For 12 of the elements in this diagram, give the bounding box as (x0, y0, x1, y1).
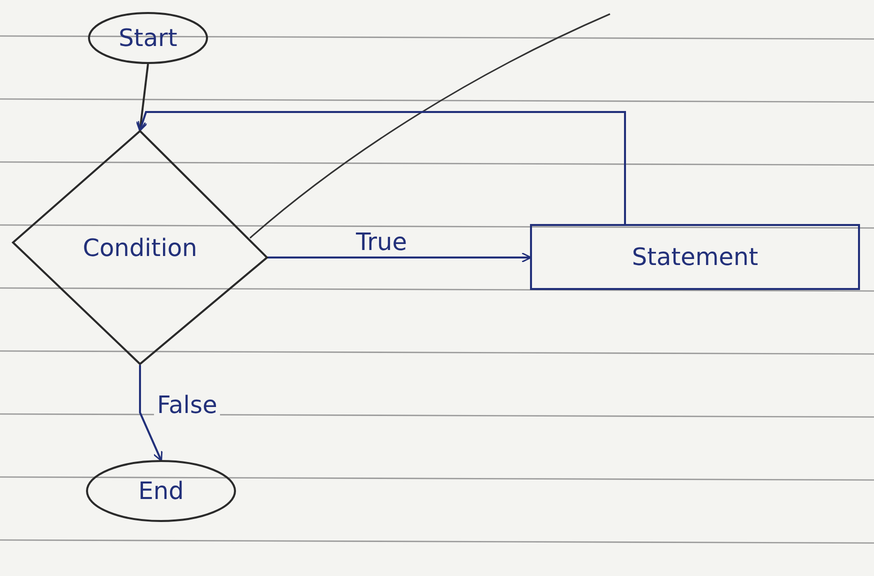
node-label: End (138, 477, 184, 505)
arrow (136, 64, 149, 132)
node-label: Statement (632, 243, 758, 271)
arrow (138, 111, 626, 224)
node-label: Start (118, 24, 178, 52)
node-label: Condition (82, 234, 198, 262)
arrow (139, 365, 163, 462)
process-box (530, 224, 860, 290)
start-terminal (88, 12, 208, 64)
arrow (266, 252, 532, 263)
end-terminal (86, 460, 236, 522)
decision-diamond (12, 130, 268, 365)
